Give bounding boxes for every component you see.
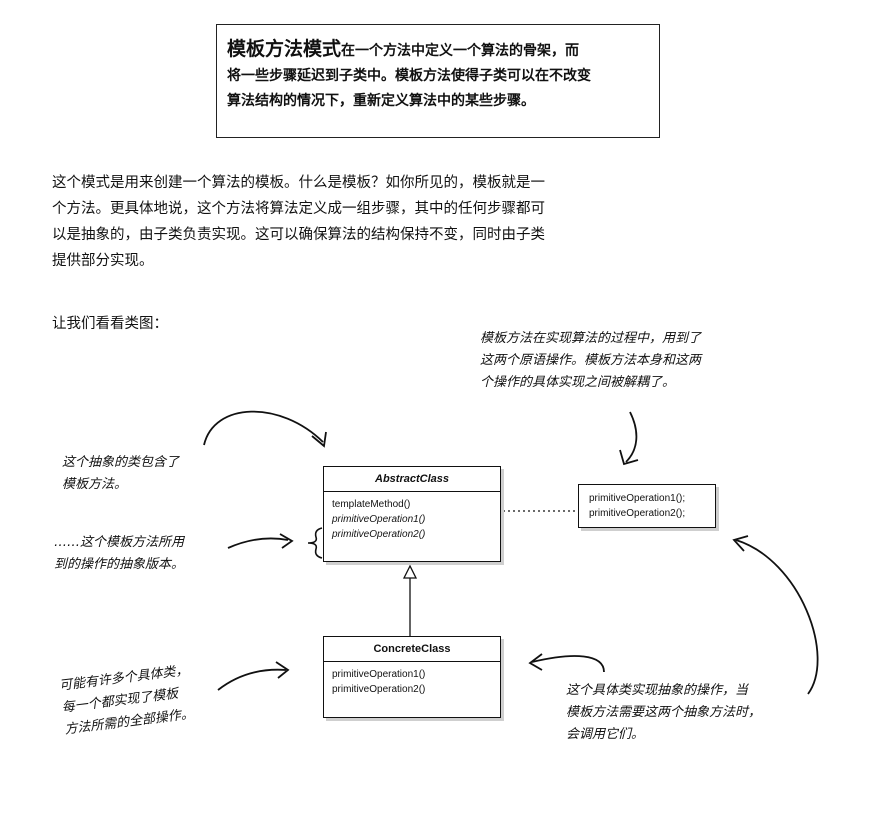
arrow-concrete-impl-head [528, 653, 543, 671]
concrete-class-name: ConcreteClass [324, 637, 500, 662]
annotation-abstract-contains-line-2: 模板方法。 [62, 477, 128, 492]
intro-line-1: 这个模式是用来创建一个算法的模板。什么是模板？如你所见的，模板就是一 [52, 175, 545, 191]
arrow-primitive-call [735, 539, 819, 695]
arrow-abstract-ops [227, 537, 289, 549]
abstract-op-primitive-2: primitiveOperation2() [332, 529, 426, 540]
arrow-top-right [625, 411, 638, 463]
annotation-abstract-contains-line-1: 这个抽象的类包含了 [62, 455, 180, 470]
lead-text: 让我们看看类图： [52, 316, 168, 332]
concrete-op-primitive-1: primitiveOperation1() [332, 669, 426, 680]
primitive-op-2: primitiveOperation2(); [589, 508, 686, 519]
abstract-op-primitive-1: primitiveOperation1() [332, 514, 426, 525]
arrow-abstract-contains [203, 410, 324, 446]
primitive-ops-list: primitiveOperation1(); primitiveOperatio… [579, 485, 715, 527]
abstract-class-box: AbstractClass templateMethod() primitive… [323, 466, 501, 562]
definition-line-1: 模板方法模式在一个方法中定义一个算法的骨架，而 [227, 37, 649, 64]
annotation-abstract-contains: 这个抽象的类包含了 模板方法。 [62, 452, 179, 496]
arrow-top-right-head [619, 449, 639, 466]
annotation-top-right-line-1: 模板方法在实现算法的过程中，用到了 [480, 331, 702, 346]
primitive-ops-box: primitiveOperation1(); primitiveOperatio… [578, 484, 716, 528]
annotation-concrete-impl-line-3: 会调用它们。 [566, 727, 645, 742]
arrow-many-concrete-head [275, 661, 290, 679]
primitive-op-1: primitiveOperation1(); [589, 493, 686, 504]
intro-line-2: 个方法。更具体地说，这个方法将算法定义成一组步骤，其中的任何步骤都可 [52, 201, 545, 217]
annotation-top-right-line-2: 这两个原语操作。模板方法本身和这两 [480, 353, 702, 368]
arrow-abstract-ops-head [279, 533, 294, 549]
annotation-abstract-ops: ……这个模板方法所用 到的操作的抽象版本。 [54, 532, 184, 576]
arrow-many-concrete [217, 668, 287, 691]
annotation-top-right-line-3: 个操作的具体实现之间被解耦了。 [480, 375, 676, 390]
intro-line-3: 以是抽象的，由子类负责实现。这可以确保算法的结构保持不变，同时由子类 [52, 227, 545, 243]
definition-text-1: 在一个方法中定义一个算法的骨架，而 [341, 43, 580, 59]
intro-paragraph: 这个模式是用来创建一个算法的模板。什么是模板？如你所见的，模板就是一 个方法。更… [52, 170, 662, 274]
definition-box: 模板方法模式在一个方法中定义一个算法的骨架，而 将一些步骤延迟到子类中。模板方法… [216, 24, 660, 138]
concrete-op-primitive-2: primitiveOperation2() [332, 684, 426, 695]
arrow-concrete-impl [531, 655, 605, 673]
abstract-class-ops: templateMethod() primitiveOperation1() p… [324, 492, 500, 547]
arrow-primitive-call-head [732, 535, 749, 552]
definition-text-3: 算法结构的情况下，重新定义算法中的某些步骤。 [227, 93, 535, 109]
concrete-class-box: ConcreteClass primitiveOperation1() prim… [323, 636, 501, 718]
annotation-top-right: 模板方法在实现算法的过程中，用到了 这两个原语操作。模板方法本身和这两 个操作的… [480, 328, 701, 394]
annotation-concrete-impl-line-2: 模板方法需要这两个抽象方法时， [566, 705, 762, 720]
definition-text-2: 将一些步骤延迟到子类中。模板方法使得子类可以在不改变 [227, 68, 591, 84]
abstract-class-name: AbstractClass [324, 467, 500, 492]
annotation-concrete-impl-line-1: 这个具体类实现抽象的操作，当 [566, 683, 749, 698]
annotation-abstract-ops-line-1: ……这个模板方法所用 [54, 535, 185, 550]
inheritance-triangle [402, 564, 418, 579]
intro-line-4: 提供部分实现。 [52, 253, 154, 269]
definition-term: 模板方法模式 [227, 38, 342, 60]
concrete-class-ops: primitiveOperation1() primitiveOperation… [324, 662, 500, 702]
curly-brace [307, 527, 323, 559]
abstract-op-template-method: templateMethod() [332, 499, 411, 510]
annotation-concrete-impl: 这个具体类实现抽象的操作，当 模板方法需要这两个抽象方法时， 会调用它们。 [566, 680, 761, 746]
annotation-abstract-ops-line-2: 到的操作的抽象版本。 [54, 557, 185, 572]
arrow-abstract-contains-head [311, 431, 327, 448]
